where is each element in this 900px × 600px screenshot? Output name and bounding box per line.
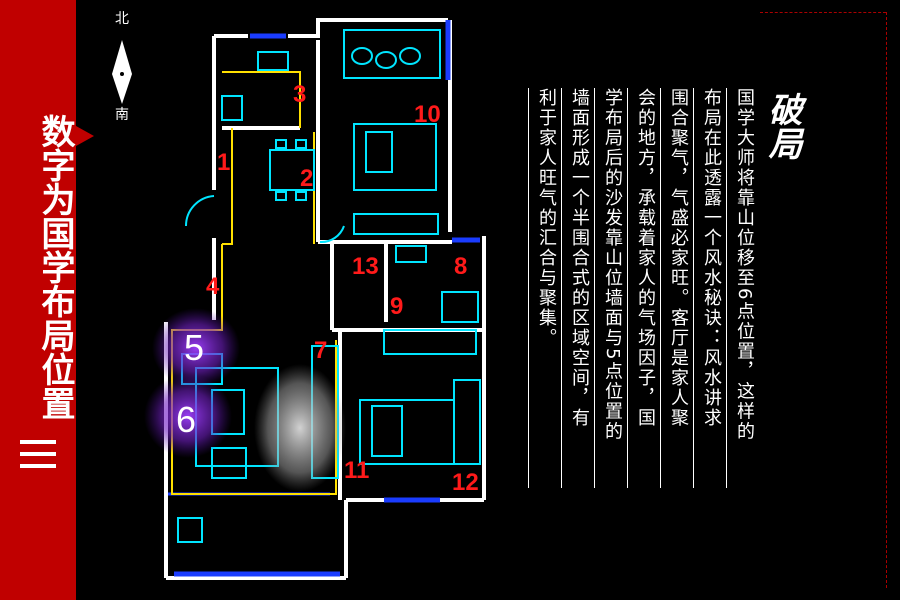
glow-living-area [254, 364, 346, 492]
sidebar-arrow-pointer [76, 126, 94, 146]
text-column-3: 围合聚气，气盛必家旺。客厅是家人聚 [660, 88, 689, 488]
plan-label-2: 2 [300, 165, 313, 192]
menu-icon[interactable] [20, 440, 56, 476]
plan-label-10: 10 [414, 101, 441, 128]
text-column-1: 国学大师将靠山位移至6点位置，这样的 [726, 88, 755, 488]
plan-label-5: 5 [184, 327, 204, 368]
plan-label-12: 12 [452, 469, 479, 496]
heading: 破局 [762, 92, 802, 160]
plan-label-4: 4 [206, 273, 220, 300]
plan-label-7: 7 [314, 337, 327, 364]
plan-label-11: 11 [344, 457, 369, 484]
glow-position-6 [144, 374, 232, 458]
compass-south-label: 南 [115, 107, 129, 123]
plan-label-8: 8 [454, 253, 467, 280]
text-column-6: 墙面形成一个半围合式的区域空间，有 [561, 88, 590, 488]
plan-label-6: 6 [176, 399, 196, 440]
frame-line-top [760, 12, 886, 14]
compass-north-label: 北 [115, 11, 129, 27]
compass-needle-icon [112, 40, 132, 104]
plan-label-9: 9 [390, 293, 403, 320]
plan-label-13: 13 [352, 253, 379, 280]
text-column-7: 利于家人旺气的汇合与聚集。 [528, 88, 557, 488]
sidebar-title: 数字为国学布局位置 [35, 114, 75, 420]
plan-label-1: 1 [217, 149, 230, 176]
text-column-4: 会的地方，承载着家人的气场因子，国 [627, 88, 656, 488]
frame-line-right [886, 12, 888, 588]
text-column-2: 布局在此透露一个风水秘诀：风水讲求 [693, 88, 722, 488]
text-column-5: 学布局后的沙发靠山位墙面与5点位置的 [594, 88, 623, 488]
glow-position-5 [152, 308, 240, 388]
compass: 北 南 [104, 8, 140, 128]
sidebar: 数字为国学布局位置 [0, 0, 76, 600]
plan-label-3: 3 [293, 81, 306, 108]
